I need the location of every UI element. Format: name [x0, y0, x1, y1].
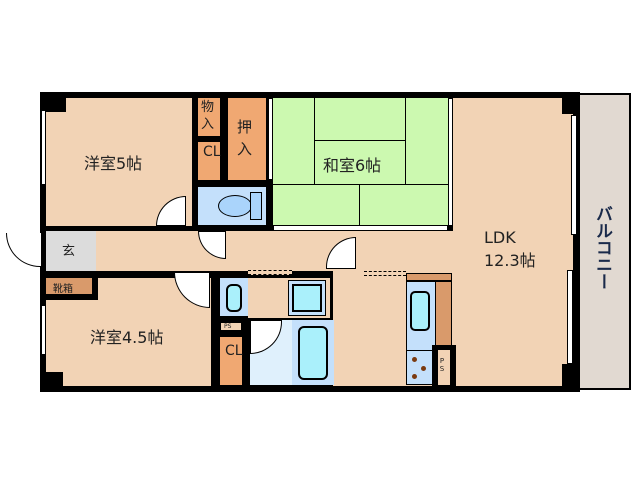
closet-2-label: CL [225, 343, 243, 359]
oshiire [228, 98, 266, 180]
burner-icon [412, 374, 417, 379]
japanese-room [273, 98, 448, 226]
closet-1-label: CL [203, 144, 221, 160]
closet-1 [198, 142, 220, 180]
stove-icon [406, 350, 436, 385]
pillar [562, 364, 580, 392]
toilet-tank [250, 192, 262, 220]
western-room-4-5-label: 洋室4.5帖 [90, 328, 164, 347]
tatami-line [273, 184, 448, 185]
western-room-4-5 [46, 300, 211, 386]
window [571, 115, 577, 235]
japanese-room-label: 和室6帖 [323, 156, 382, 175]
oshiire-label: 押入 [237, 118, 253, 158]
pipe-space-1 [220, 322, 242, 331]
corner-pillar [40, 372, 63, 392]
tatami-line [314, 98, 315, 184]
burner-icon [412, 357, 417, 362]
ldk-label-1: LDK [484, 228, 516, 247]
pipe-space-2-label: PS [438, 357, 446, 373]
shoe-box [46, 278, 92, 294]
tatami-line [359, 184, 360, 226]
pipe-space-1-label: PS [224, 323, 232, 330]
washing-machine-icon [292, 284, 322, 312]
storage-label: 物入 [201, 100, 215, 132]
entrance-door[interactable] [6, 233, 42, 267]
wash-basin-icon [226, 284, 242, 312]
closet-2 [220, 337, 242, 385]
window [41, 305, 46, 355]
kitchen-counter-top [406, 273, 452, 281]
hallway-boundary [364, 271, 406, 276]
sliding-door [273, 225, 448, 231]
toilet-icon [218, 195, 252, 217]
window [448, 98, 453, 226]
burner-icon [421, 366, 426, 371]
ldk-label-2: 12.3帖 [484, 251, 536, 270]
entrance [46, 231, 96, 271]
corner-pillar [46, 98, 66, 112]
ldk [453, 98, 573, 386]
tatami-line [314, 140, 406, 141]
tatami-line [405, 98, 406, 184]
storage [198, 98, 220, 136]
bathtub-icon [298, 326, 328, 380]
pipe-space-2 [438, 350, 450, 385]
shoe-box-label: 靴箱 [53, 284, 73, 295]
window [567, 270, 573, 364]
washroom-boundary [248, 270, 292, 275]
hallway [96, 231, 456, 271]
pillar [562, 92, 580, 114]
western-room-5-label: 洋室5帖 [84, 154, 143, 173]
kitchen-sink-icon [410, 291, 430, 331]
window [41, 110, 46, 185]
balcony-label: バルコニー [592, 205, 612, 290]
window [268, 98, 273, 180]
kitchen-counter [435, 281, 452, 347]
entrance-label: 玄 [62, 244, 76, 259]
